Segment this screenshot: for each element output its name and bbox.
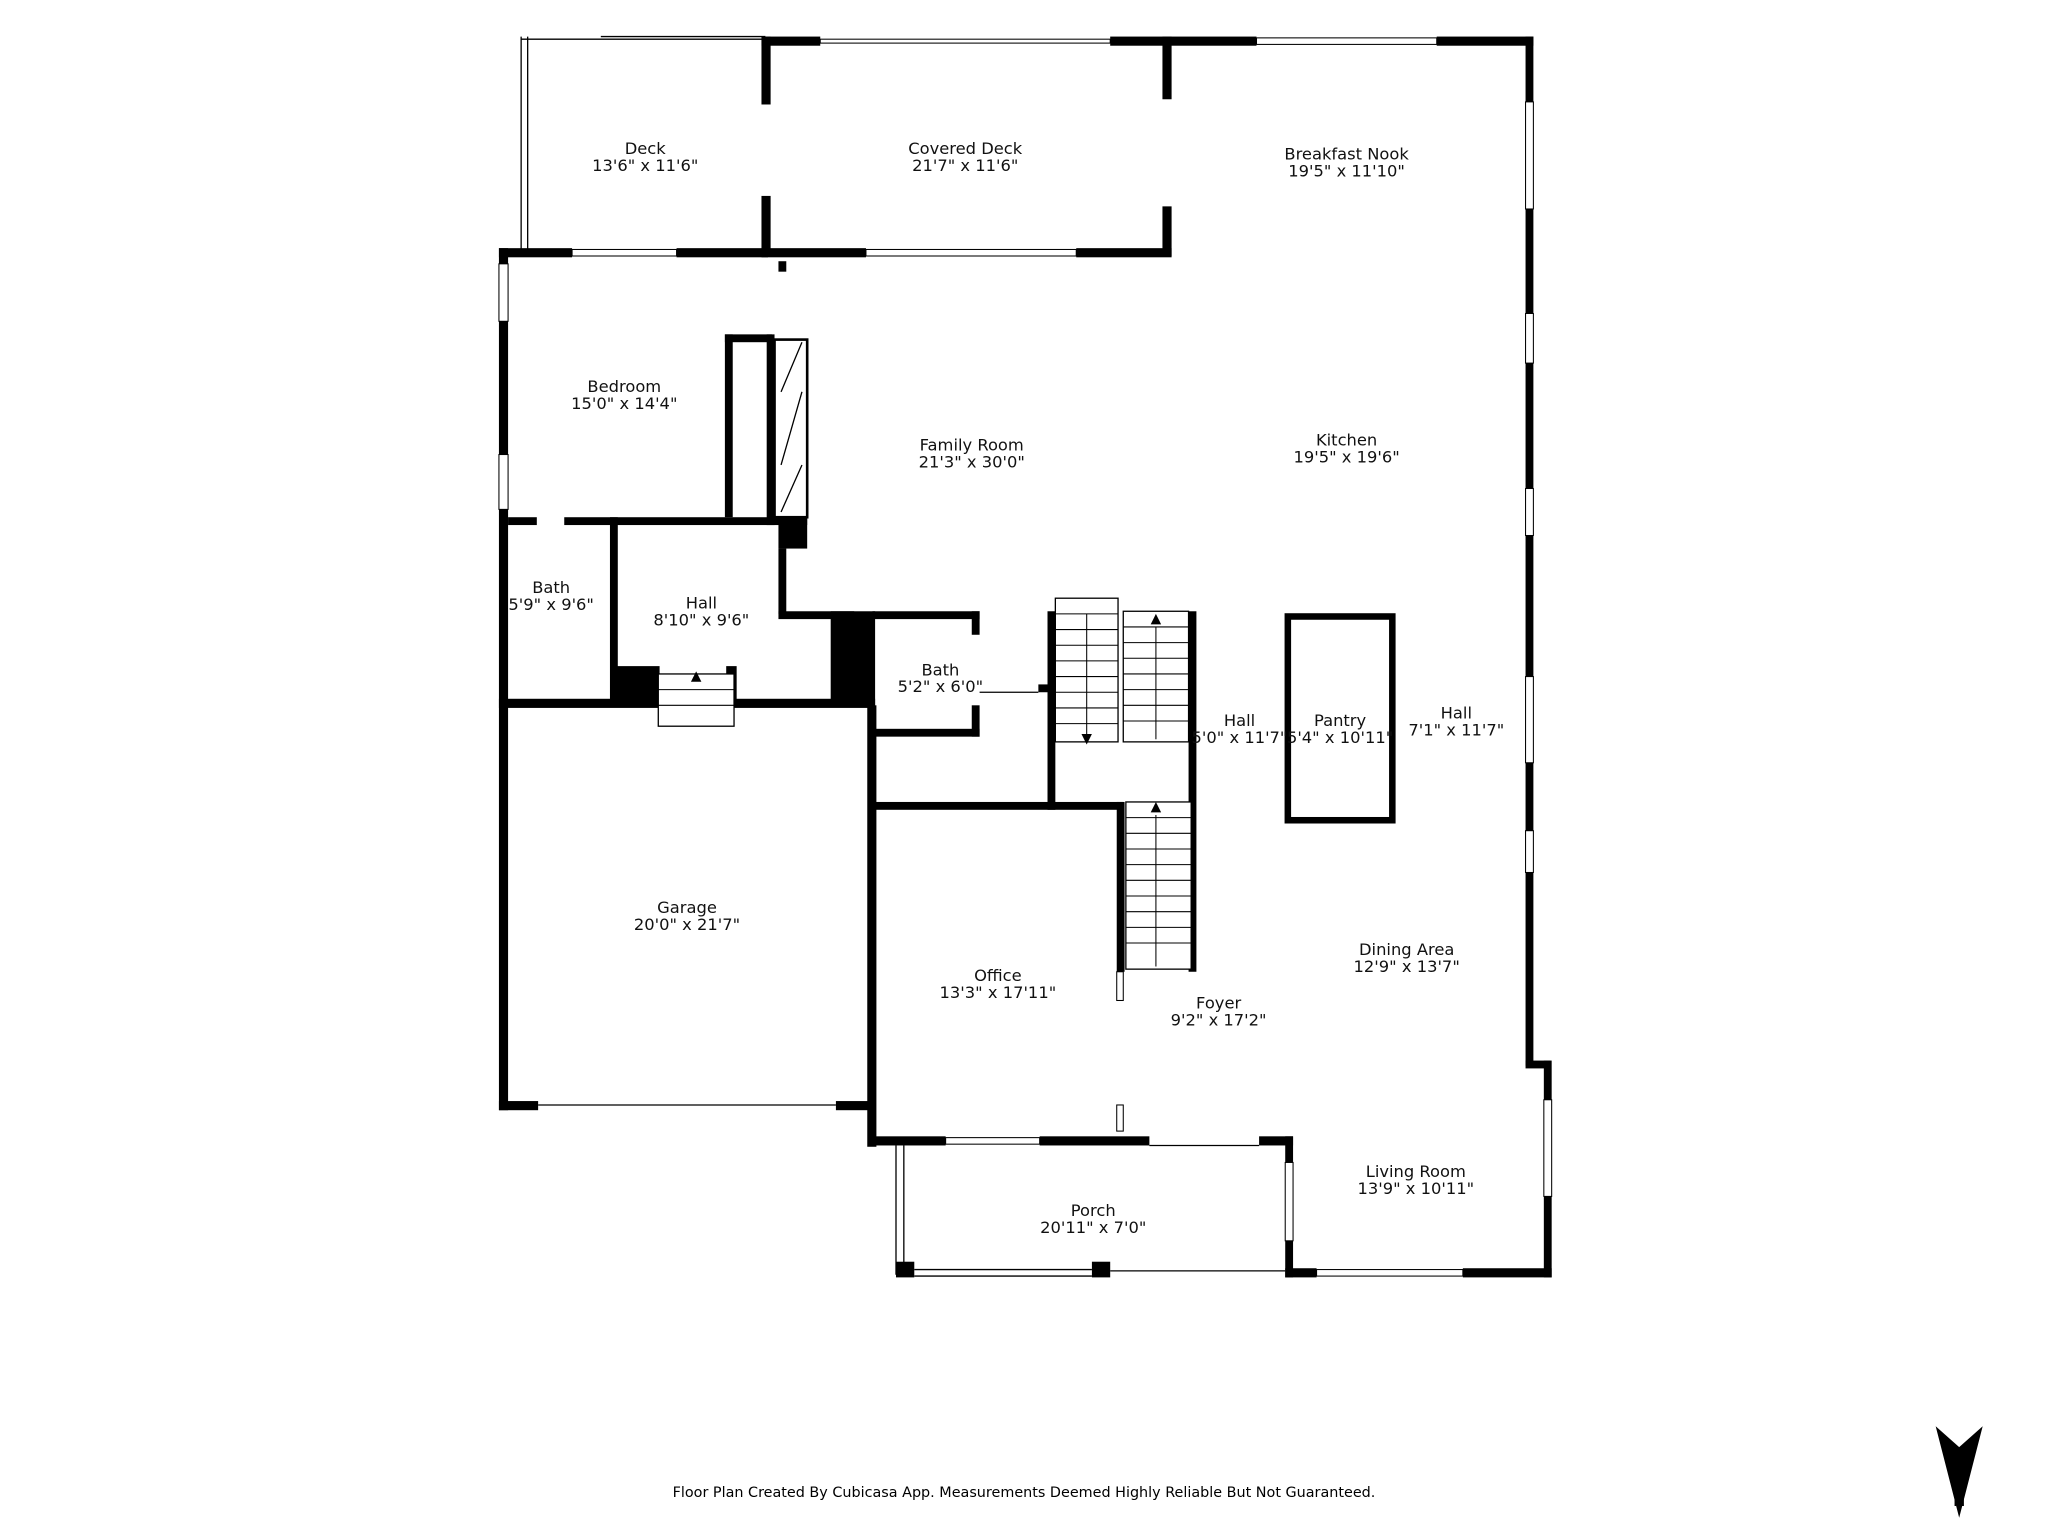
room-name-hall-2: Hall — [1224, 711, 1255, 730]
room-size-foyer: 9'2" x 17'2" — [1171, 1010, 1267, 1029]
room-size-dining-area: 12'9" x 13'7" — [1354, 957, 1460, 976]
room-name-office: Office — [974, 966, 1022, 985]
room-size-covered-deck: 21'7" x 11'6" — [912, 156, 1018, 175]
room-size-hall-3: 7'1" x 11'7" — [1408, 720, 1504, 739]
room-name-hall-3: Hall — [1441, 703, 1472, 722]
room-size-pantry: 5'4" x 10'11" — [1287, 728, 1393, 747]
room-size-family-room: 21'3" x 30'0" — [919, 453, 1025, 472]
room-size-bath-1: 5'9" x 9'6" — [508, 595, 594, 614]
room-name-pantry: Pantry — [1314, 711, 1367, 730]
room-size-breakfast-nook: 19'5" x 11'10" — [1288, 161, 1405, 180]
deck-outline — [520, 35, 766, 251]
room-name-hall-1: Hall — [686, 594, 717, 613]
room-name-bath-2: Bath — [921, 660, 959, 679]
room-name-deck: Deck — [625, 139, 667, 158]
compass-north-label: N — [1953, 1491, 1966, 1511]
room-size-living-room: 13'9" x 10'11" — [1358, 1179, 1475, 1198]
room-name-porch: Porch — [1071, 1201, 1116, 1220]
room-name-garage: Garage — [657, 898, 717, 917]
room-name-bath-1: Bath — [532, 578, 570, 597]
room-name-kitchen: Kitchen — [1316, 430, 1377, 449]
room-name-dining-area: Dining Area — [1359, 940, 1454, 959]
room-name-bedroom: Bedroom — [587, 377, 661, 396]
room-name-foyer: Foyer — [1196, 993, 1241, 1012]
room-size-bedroom: 15'0" x 14'4" — [571, 394, 677, 413]
room-size-hall-1: 8'10" x 9'6" — [653, 611, 749, 630]
room-size-deck: 13'6" x 11'6" — [592, 156, 698, 175]
room-name-breakfast-nook: Breakfast Nook — [1284, 144, 1409, 163]
room-size-office: 13'3" x 17'11" — [940, 983, 1057, 1002]
room-size-porch: 20'11" x 7'0" — [1040, 1218, 1146, 1237]
footer-disclaimer: Floor Plan Created By Cubicasa App. Meas… — [673, 1485, 1376, 1501]
room-name-family-room: Family Room — [920, 436, 1024, 455]
room-size-garage: 20'0" x 21'7" — [634, 915, 740, 934]
room-size-bath-2: 5'2" x 6'0" — [898, 677, 984, 696]
north-arrow-icon — [1935, 1426, 1983, 1518]
room-size-hall-2: 5'0" x 11'7" — [1192, 728, 1288, 747]
staircase — [657, 597, 1192, 970]
room-name-covered-deck: Covered Deck — [908, 139, 1023, 158]
room-name-living-room: Living Room — [1366, 1162, 1466, 1181]
walls — [498, 36, 1553, 1278]
room-size-kitchen: 19'5" x 19'6" — [1293, 447, 1399, 466]
